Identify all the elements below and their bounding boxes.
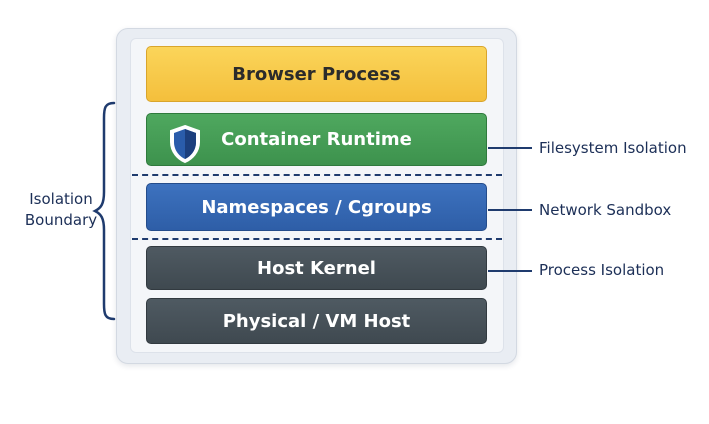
layer-label: Physical / VM Host <box>222 310 411 332</box>
boundary-label-line2: Boundary <box>24 211 98 229</box>
filesystem-isolation-label: Filesystem Isolation <box>539 139 687 157</box>
boundary-dashed-line-bottom <box>132 238 502 240</box>
layer-physical-vm-host: Physical / VM Host <box>146 298 487 344</box>
layer-namespaces-cgroups: Namespaces / Cgroups <box>146 183 487 231</box>
layer-browser-process: Browser Process <box>146 46 487 102</box>
isolation-boundary-label: Isolation Boundary <box>20 189 102 231</box>
curly-brace-icon <box>92 101 116 321</box>
connector-line-filesystem <box>488 147 532 149</box>
network-sandbox-label: Network Sandbox <box>539 201 672 219</box>
layer-container-runtime: Container Runtime <box>146 113 487 166</box>
connector-line-process <box>488 270 532 272</box>
process-isolation-label: Process Isolation <box>539 261 665 279</box>
layer-label: Namespaces / Cgroups <box>201 196 432 218</box>
boundary-label-line1: Isolation <box>29 190 93 208</box>
connector-line-network <box>488 209 532 211</box>
layer-label: Browser Process <box>232 63 401 85</box>
boundary-dashed-line-top <box>132 174 502 176</box>
layer-host-kernel: Host Kernel <box>146 246 487 290</box>
layer-label: Container Runtime <box>221 129 412 150</box>
shield-icon <box>170 124 200 164</box>
layer-label: Host Kernel <box>257 257 376 279</box>
